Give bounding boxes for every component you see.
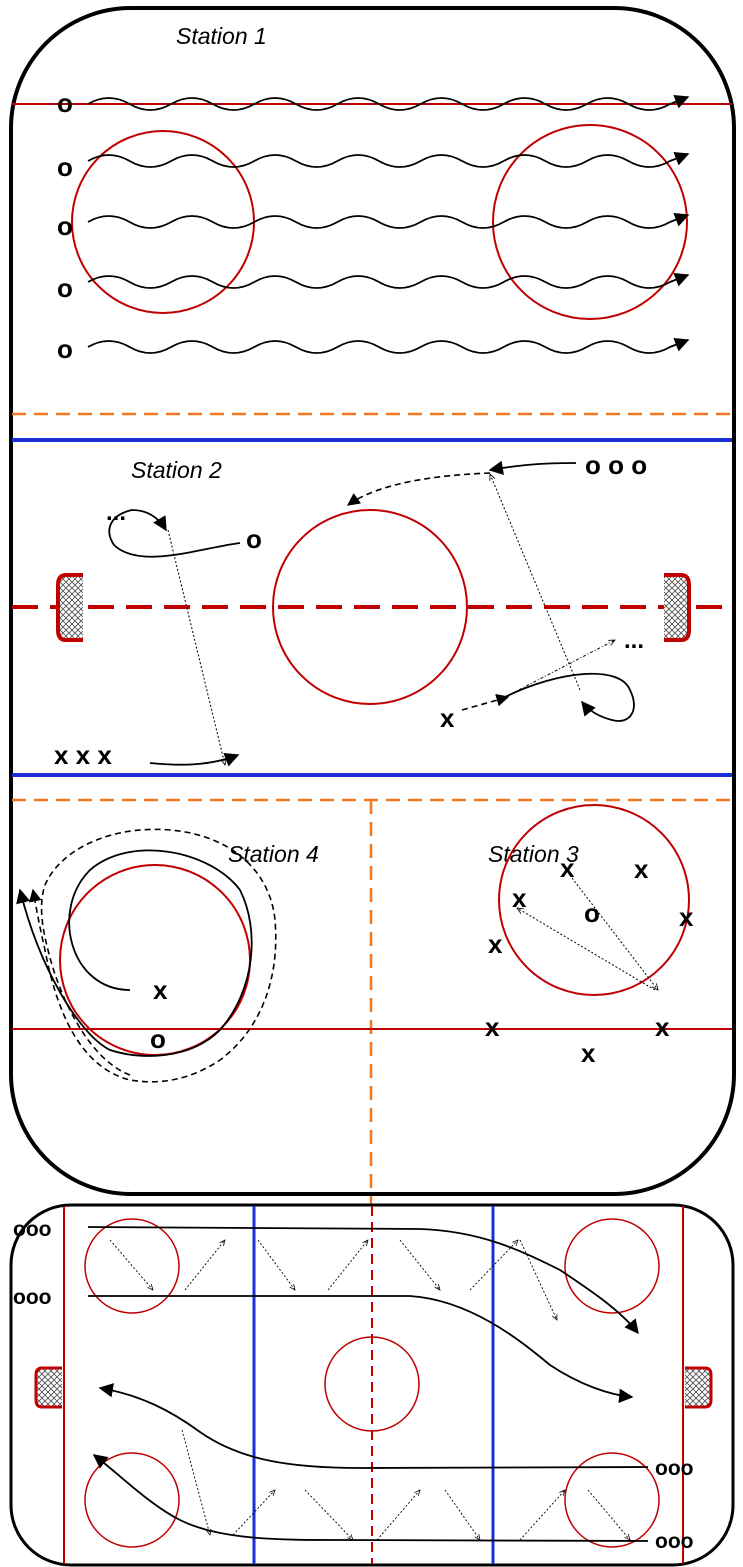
pass-path xyxy=(184,1240,225,1291)
player-x: x xyxy=(512,883,527,913)
player-o: o xyxy=(57,88,73,118)
player-x: x xyxy=(679,902,694,932)
player-x: x xyxy=(440,703,455,733)
skate-path xyxy=(88,1295,634,1403)
player-x: x xyxy=(581,1038,596,1068)
top-rink: Station 1 o o o o o Station 2 o o o xyxy=(9,6,736,1265)
pass-path xyxy=(587,1489,630,1540)
bottom-rink: ooo ooo ooo ooo xyxy=(9,1203,735,1567)
faceoff-circle xyxy=(564,1452,660,1548)
player-x: x xyxy=(488,929,503,959)
player-x: x xyxy=(153,975,168,1005)
wavy-skate-path xyxy=(87,151,690,168)
skate-path xyxy=(92,1454,649,1542)
player-group-o: o o o xyxy=(585,450,647,480)
faceoff-circle xyxy=(84,1218,180,1314)
waiting-dots-left: ... xyxy=(106,499,126,526)
station-3-label: Station 3 xyxy=(488,841,579,867)
faceoff-circle xyxy=(564,1218,660,1314)
waiting-dots-right: ... xyxy=(624,627,644,654)
skate-path xyxy=(108,509,241,558)
pass-path xyxy=(571,877,658,990)
top-rink-boards xyxy=(9,6,736,1196)
pass-path xyxy=(304,1489,353,1540)
skate-path xyxy=(98,1383,649,1469)
player-x: x xyxy=(655,1012,670,1042)
goal-net-right xyxy=(664,573,691,642)
player-x: x xyxy=(634,854,649,884)
player-o: o xyxy=(57,273,73,303)
skate-path xyxy=(16,849,253,1057)
pass-path xyxy=(519,1490,565,1541)
station-1: Station 1 o o o o o xyxy=(12,23,732,364)
player-o: o xyxy=(246,524,262,554)
pass-path xyxy=(376,1490,420,1541)
player-o: o xyxy=(150,1024,166,1054)
skate-path xyxy=(504,672,635,722)
player-group-o: ooo xyxy=(655,1457,693,1480)
pass-path xyxy=(519,1239,558,1320)
station-4-label: Station 4 xyxy=(228,841,319,867)
center-circle xyxy=(272,509,468,705)
wavy-skate-path xyxy=(87,94,690,111)
goal-net-left xyxy=(56,573,83,642)
goal-net-left xyxy=(34,1366,62,1409)
player-o: o xyxy=(57,211,73,241)
center-circle xyxy=(324,1336,420,1432)
player-group-o: ooo xyxy=(13,1218,51,1241)
skate-path xyxy=(87,1226,639,1335)
pass-path xyxy=(461,693,510,711)
player-o: o xyxy=(57,152,73,182)
pass-path xyxy=(109,1239,153,1290)
station-2: Station 2 o o o o x x x x ... ... xyxy=(12,450,732,770)
wavy-skate-path xyxy=(87,212,690,229)
player-group-o: ooo xyxy=(13,1286,51,1309)
faceoff-circle xyxy=(84,1452,180,1548)
player-x: x xyxy=(485,1012,500,1042)
skate-path xyxy=(149,753,240,767)
center-player-o: o xyxy=(584,898,600,928)
station-1-label: Station 1 xyxy=(176,23,267,49)
pass-path xyxy=(346,472,491,506)
pass-path xyxy=(167,529,225,765)
pass-paths xyxy=(109,1239,630,1541)
faceoff-circle-station-3 xyxy=(498,804,690,996)
pass-path xyxy=(469,1240,518,1291)
pass-path xyxy=(504,640,615,698)
goal-net-right xyxy=(685,1366,713,1409)
pass-path xyxy=(327,1240,368,1291)
station-2-label: Station 2 xyxy=(131,457,222,483)
player-o: o xyxy=(57,334,73,364)
pass-path xyxy=(28,828,277,1083)
wavy-skate-path xyxy=(87,337,690,354)
skate-path xyxy=(488,460,577,475)
player-group-o: ooo xyxy=(655,1530,693,1553)
pass-path xyxy=(490,474,581,691)
pass-path xyxy=(517,908,656,991)
pass-path xyxy=(399,1239,440,1290)
player-group-x: x x x xyxy=(54,740,112,770)
station-4: Station 4 x o xyxy=(16,828,319,1083)
wavy-skate-paths xyxy=(87,94,690,354)
player-x: x xyxy=(560,853,575,883)
wavy-skate-path xyxy=(87,272,690,289)
